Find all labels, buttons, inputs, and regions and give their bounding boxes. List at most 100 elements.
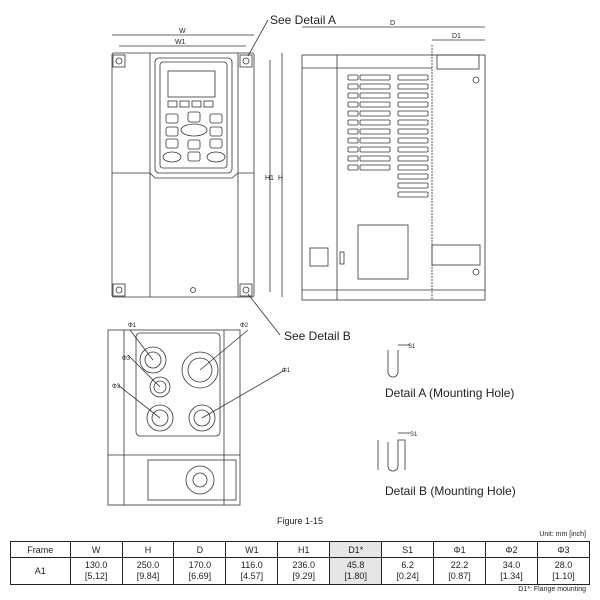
col-d1: D1* <box>329 541 383 558</box>
value-mm: 116.0 <box>240 560 263 570</box>
value-mm: 130.0 <box>84 560 108 570</box>
vent-slot <box>397 74 429 81</box>
unit-note: Unit: mm [inch] <box>539 531 586 538</box>
dim-d-label: D <box>390 20 395 27</box>
vent-slot <box>347 146 359 153</box>
value-mm: 34.0 <box>502 560 521 570</box>
value-inch: [4.57] <box>240 571 264 581</box>
value-inch: [9.84] <box>136 571 160 581</box>
bottom-view <box>107 329 286 506</box>
value-inch: [5.12] <box>84 571 108 581</box>
dim-w-label: W <box>179 28 186 35</box>
dim-h1-label: H1 <box>265 175 274 182</box>
table-cell: 22.2[0.87] <box>433 557 486 585</box>
screw-icon <box>190 287 196 293</box>
vent-slot <box>359 110 391 117</box>
col-h: H <box>121 541 175 558</box>
value-inch: [1.10] <box>552 571 575 581</box>
vent-slot <box>397 101 429 108</box>
phi3-label: Φ3 <box>122 356 131 362</box>
value-mm: 28.0 <box>554 560 573 570</box>
detail-a-drawing <box>387 344 410 378</box>
vent-slot <box>397 119 429 126</box>
table-cell: 116.0[4.57] <box>225 557 279 585</box>
s1-label-b: S1 <box>410 432 418 438</box>
col-phi1: Φ1 <box>433 541 486 558</box>
vent-slot <box>359 137 391 144</box>
vent-slot <box>397 173 429 180</box>
value-inch: [6.69] <box>188 571 212 581</box>
vent-slot <box>359 146 391 153</box>
table-header-row: Frame W H D W1 H1 D1* S1 Φ1 Φ2 Φ3 <box>10 541 591 558</box>
vent-slot <box>397 146 429 153</box>
table-cell: 28.0[1.10] <box>536 557 591 585</box>
col-h1: H1 <box>277 541 331 558</box>
col-s1: S1 <box>381 541 435 558</box>
callout-detail-a: See Detail A <box>270 13 336 27</box>
vent-slot <box>359 119 391 126</box>
vent-slot <box>397 164 429 171</box>
callout-detail-b: See Detail B <box>284 329 351 343</box>
front-view <box>111 34 283 298</box>
side-view <box>301 26 486 301</box>
vent-slot <box>359 92 391 99</box>
table-cell: 250.0[9.84] <box>121 557 175 585</box>
keypad-buttons <box>162 100 226 163</box>
vent-slot <box>347 128 359 135</box>
vent-slot <box>359 74 391 81</box>
col-phi2: Φ2 <box>485 541 538 558</box>
vent-slot <box>359 83 391 90</box>
detail-a-label: Detail A (Mounting Hole) <box>385 386 514 400</box>
value-mm: 22.2 <box>450 560 469 570</box>
value-inch: [0.87] <box>448 571 471 581</box>
table-cell: 170.0[6.69] <box>173 557 227 585</box>
vent-slot <box>359 164 391 171</box>
vent-slot <box>347 110 359 117</box>
vent-slot <box>347 137 359 144</box>
phi1-label-2: Φ1 <box>282 368 291 374</box>
vent-slot <box>347 74 359 81</box>
phi3-label-2: Φ3 <box>112 384 121 390</box>
vent-slot <box>397 83 429 90</box>
dimension-table: Frame W H D W1 H1 D1* S1 Φ1 Φ2 Φ3 A1 130… <box>10 541 591 585</box>
table-cell: 236.0[9.29] <box>277 557 331 585</box>
table-cell: 130.0[5.12] <box>69 557 123 585</box>
value-inch: [9.29] <box>292 571 316 581</box>
vent-slot <box>397 191 429 198</box>
vent-slot <box>347 92 359 99</box>
vent-slot <box>397 92 429 99</box>
value-mm: 6.2 <box>401 560 414 570</box>
dim-w1-label: W1 <box>175 39 186 46</box>
vent-slot <box>397 137 429 144</box>
vent-slot <box>397 182 429 189</box>
vent-slot <box>397 155 429 162</box>
value-mm: 236.0 <box>292 560 316 570</box>
value-inch: [1.34] <box>500 571 523 581</box>
dim-h-label: H <box>278 175 283 182</box>
phi1-label: Φ1 <box>128 323 137 329</box>
table-cell: 34.0[1.34] <box>485 557 538 585</box>
vent-slot <box>397 110 429 117</box>
footnote: D1*: Flange mounting <box>518 586 586 593</box>
vent-slot <box>359 101 391 108</box>
mounting-hole-icons <box>112 54 253 297</box>
s1-label-a: S1 <box>408 344 416 350</box>
value-mm: 45.8 <box>346 560 365 570</box>
vent-slot <box>347 101 359 108</box>
detail-b-label: Detail B (Mounting Hole) <box>385 484 516 498</box>
col-w: W <box>69 541 123 558</box>
col-d: D <box>173 541 227 558</box>
leader-line-b <box>247 293 281 336</box>
col-frame: Frame <box>10 541 71 558</box>
value-inch: [0.24] <box>396 571 419 581</box>
value-mm: 170.0 <box>188 560 212 570</box>
phi2-label: Φ2 <box>240 323 249 329</box>
col-w1: W1 <box>225 541 279 558</box>
col-phi3: Φ3 <box>536 541 591 558</box>
table-row: A1 130.0[5.12]250.0[9.84]170.0[6.69]116.… <box>10 557 591 585</box>
dim-d1-label: D1 <box>452 33 461 40</box>
table-cell: 6.2[0.24] <box>381 557 435 585</box>
vent-slot <box>397 128 429 135</box>
value-inch: [1.80] <box>344 571 367 581</box>
